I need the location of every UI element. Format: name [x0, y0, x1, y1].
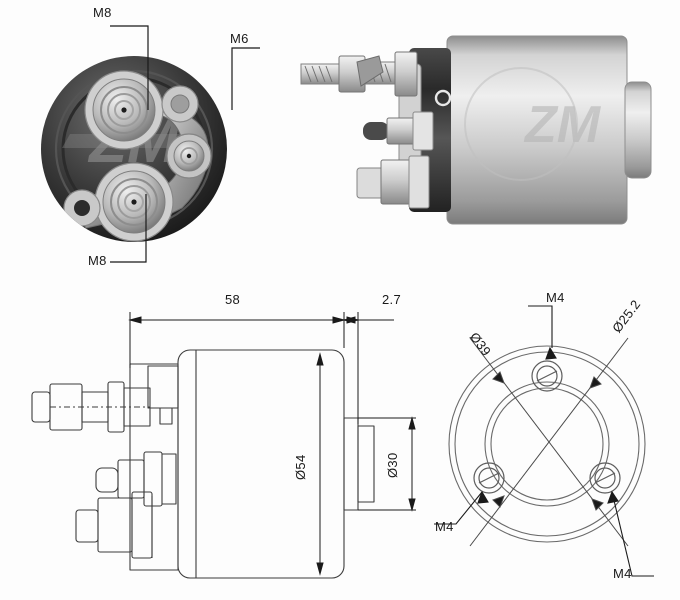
watermark-ring [464, 67, 578, 181]
side-stud-middle [95, 451, 177, 507]
label-dim-58: 58 [225, 292, 241, 307]
upper-right-boss [161, 85, 199, 123]
body-outline [177, 349, 345, 579]
side-section-drawing [31, 312, 416, 579]
side-body-photo: ZM [300, 35, 652, 225]
label-m6: M6 [230, 31, 249, 46]
flange-outer-circle-2 [454, 351, 640, 537]
stud-assembly-top [300, 51, 418, 97]
label-m4-left: M4 [435, 519, 454, 534]
stud-assembly-bottom [356, 155, 430, 209]
mounting-hole-top [531, 360, 563, 392]
label-dim-d30: Ø30 [385, 452, 400, 478]
retainer-ring-detail [434, 89, 452, 107]
leader-m4-top [528, 305, 553, 348]
terminal-lug-top [356, 55, 384, 87]
label-m4-right: M4 [613, 566, 632, 581]
nose-outline-inner [357, 425, 375, 503]
lower-left-boss [63, 189, 101, 227]
end-plate-step [147, 365, 179, 409]
rear-nose [624, 81, 652, 179]
watermark-zm-right: ZM [523, 96, 602, 154]
label-dim-d54: Ø54 [293, 454, 308, 480]
mounting-holes [473, 360, 621, 494]
front-face-photo: ZM [41, 56, 227, 242]
label-dim-2-7: 2.7 [382, 292, 401, 307]
label-m4-top: M4 [546, 290, 565, 305]
dimline-d25-2 [469, 337, 629, 547]
mounting-hole-left [473, 462, 505, 494]
terminal-stud-m8-top [84, 70, 164, 150]
dimension-lines [128, 312, 416, 576]
leader-m4-right [611, 491, 654, 577]
nose-outline-outer [343, 417, 359, 511]
label-m8-bottom: M8 [88, 253, 107, 268]
bore-circle-inner [490, 387, 604, 501]
mounting-hole-right [589, 462, 621, 494]
end-view-drawing [434, 305, 654, 577]
end-view-callout-leaders [434, 305, 654, 577]
terminal-stud-m6 [166, 133, 212, 179]
diagonal-dim-leaders [469, 337, 629, 547]
leader-m4-left [434, 491, 483, 525]
flange-outer-circle [448, 345, 646, 543]
terminal-stud-m8-bottom [94, 162, 174, 242]
end-plate-notch [159, 407, 173, 425]
stud-assembly-middle [363, 111, 434, 151]
end-plate [129, 363, 179, 571]
side-stud-top [31, 381, 151, 433]
side-stud-bottom [75, 491, 153, 559]
label-m8-top: M8 [93, 5, 112, 20]
bore-circle-outer [484, 381, 610, 507]
